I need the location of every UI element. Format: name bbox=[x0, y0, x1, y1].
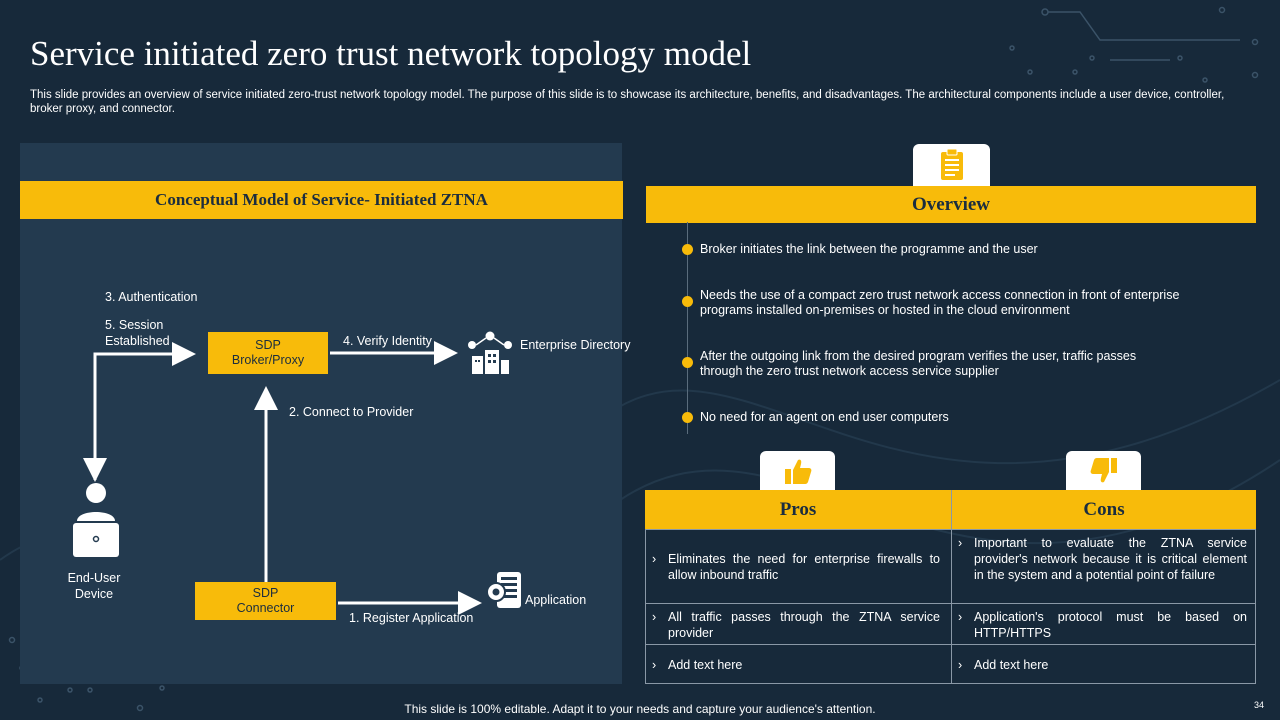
label-connect-provider: 2. Connect to Provider bbox=[289, 405, 414, 419]
cons-text: Application's protocol must be based on … bbox=[974, 610, 1247, 640]
user-laptop-icon bbox=[73, 483, 119, 557]
pros-cons-divider bbox=[951, 490, 952, 684]
sdp-connector-label: SDP Connector bbox=[236, 586, 295, 615]
chevron-right-icon: › bbox=[652, 610, 657, 624]
overview-item-text: Needs the use of a compact zero trust ne… bbox=[700, 288, 1180, 317]
pros-row: › Eliminates the need for enterprise fir… bbox=[652, 551, 940, 583]
bullet-dot bbox=[682, 412, 693, 423]
pros-cons-table bbox=[645, 529, 1256, 684]
overview-item: Needs the use of a compact zero trust ne… bbox=[682, 288, 1220, 318]
slide-footer: This slide is 100% editable. Adapt it to… bbox=[404, 702, 876, 716]
thumbs-down-icon bbox=[1090, 458, 1117, 483]
page-number: 34 bbox=[1254, 700, 1265, 710]
label-enterprise-directory: Enterprise Directory bbox=[520, 338, 631, 352]
pros-row: › All traffic passes through the ZTNA se… bbox=[652, 609, 940, 641]
cons-text: Important to evaluate the ZTNA service p… bbox=[974, 536, 1247, 582]
sdp-broker-label: SDP Broker/Proxy bbox=[231, 338, 305, 367]
overview-header: Overview bbox=[646, 186, 1256, 223]
overview-timeline bbox=[687, 222, 688, 434]
end-user-device-text: End-User Device bbox=[67, 571, 121, 601]
label-application: Application bbox=[525, 593, 587, 607]
overview-item: After the outgoing link from the desired… bbox=[682, 349, 1160, 379]
chevron-right-icon: › bbox=[652, 658, 657, 672]
pros-header: Pros bbox=[645, 490, 951, 529]
bullet-dot bbox=[682, 357, 693, 368]
overview-item: No need for an agent on end user compute… bbox=[682, 410, 1220, 425]
label-end-user-device: End-User Device bbox=[66, 570, 122, 602]
chevron-right-icon: › bbox=[958, 610, 963, 624]
conceptual-model-header: Conceptual Model of Service- Initiated Z… bbox=[20, 181, 623, 219]
pros-text: Eliminates the need for enterprise firew… bbox=[668, 552, 940, 582]
pros-row: › Add text here bbox=[652, 657, 940, 673]
overview-item: Broker initiates the link between the pr… bbox=[682, 242, 1220, 257]
slide-subtitle: This slide provides an overview of servi… bbox=[30, 89, 1225, 115]
chevron-right-icon: › bbox=[958, 658, 963, 672]
cons-row: › Add text here bbox=[958, 657, 1247, 673]
overview-item-text: No need for an agent on end user compute… bbox=[700, 410, 949, 424]
overview-item-text: After the outgoing link from the desired… bbox=[700, 349, 1137, 378]
cons-header: Cons bbox=[952, 490, 1256, 529]
cons-text: Add text here bbox=[974, 658, 1049, 672]
label-authentication: 3. Authentication bbox=[105, 290, 198, 304]
cons-row: › Important to evaluate the ZTNA service… bbox=[958, 535, 1247, 583]
chevron-right-icon: › bbox=[652, 552, 657, 566]
pros-tab bbox=[760, 451, 835, 491]
enterprise-directory-icon bbox=[468, 331, 512, 374]
label-session-line2: Established bbox=[105, 334, 170, 348]
pros-text: Add text here bbox=[668, 658, 743, 672]
chevron-right-icon: › bbox=[958, 536, 963, 550]
cons-tab bbox=[1066, 451, 1141, 491]
label-verify-identity: 4. Verify Identity bbox=[343, 334, 432, 348]
overview-tab bbox=[913, 144, 990, 186]
label-session-line1: 5. Session bbox=[105, 318, 164, 332]
row-divider bbox=[645, 603, 1256, 604]
thumbs-up-icon bbox=[784, 459, 811, 484]
sdp-connector-box: SDP Connector bbox=[195, 582, 336, 620]
overview-item-text: Broker initiates the link between the pr… bbox=[700, 242, 1038, 256]
slide-title: Service initiated zero trust network top… bbox=[30, 34, 752, 73]
label-register-application: 1. Register Application bbox=[349, 611, 474, 625]
cons-row: › Application's protocol must be based o… bbox=[958, 609, 1247, 641]
bullet-dot bbox=[682, 296, 693, 307]
application-gear-icon bbox=[486, 572, 521, 608]
row-divider bbox=[645, 644, 1256, 645]
pros-text: All traffic passes through the ZTNA serv… bbox=[668, 610, 940, 640]
bullet-dot bbox=[682, 244, 693, 255]
clipboard-icon bbox=[940, 149, 963, 180]
sdp-broker-box: SDP Broker/Proxy bbox=[208, 332, 328, 374]
